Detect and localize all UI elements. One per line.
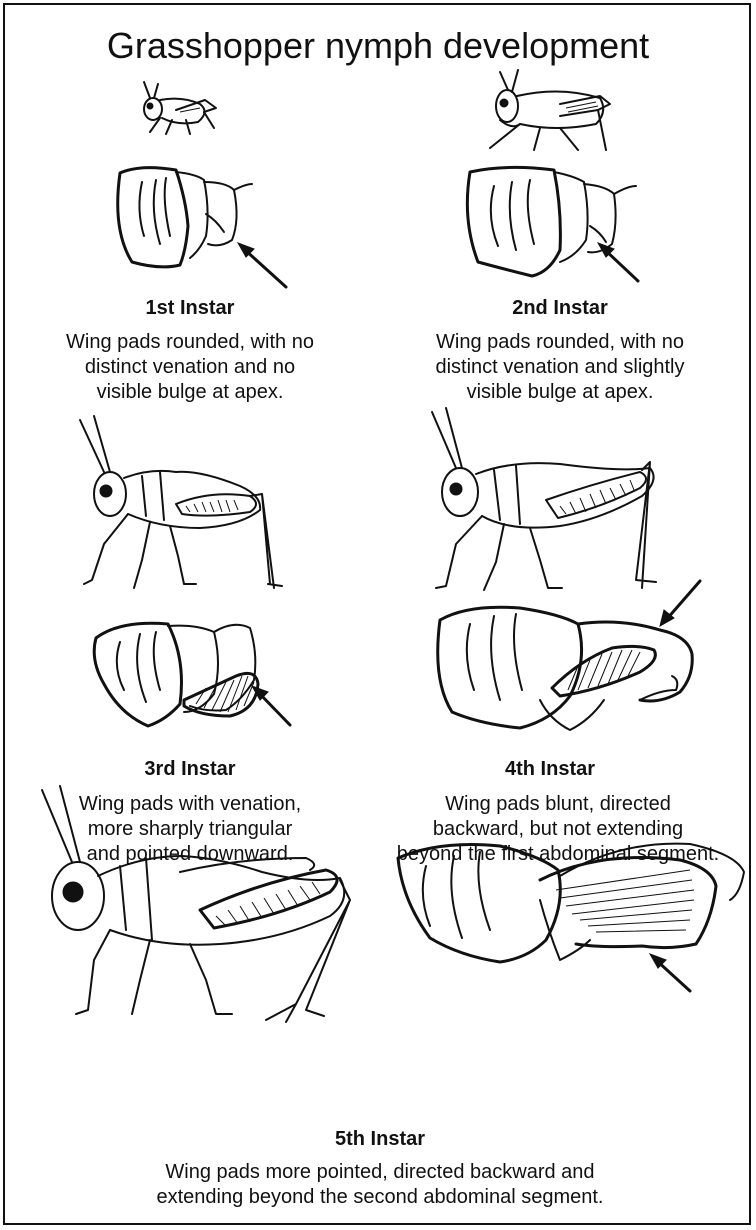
instar-5-description: Wing pads more pointed, directed backwar… [40,1160,720,1210]
description-line: visible bulge at apex. [385,380,735,405]
description-line: distinct venation and no [20,355,360,380]
description-line: Wing pads with venation, [20,792,360,817]
instar-2-wingpad-illustration [467,167,638,281]
description-line: Wing pads rounded, with no [385,330,735,355]
instar-3-description: Wing pads with venation, more sharply tr… [20,792,360,867]
instar-1-label: 1st Instar [40,297,340,320]
instar-4-wingpad-illustration [438,581,700,730]
description-line: Wing pads blunt, directed [365,792,751,817]
description-line: beyond the first abdominal segment. [365,842,751,867]
instar-1-wingpad-illustration [118,168,286,287]
instar-1-description: Wing pads rounded, with no distinct vena… [20,330,360,405]
description-line: extending beyond the second abdominal se… [40,1185,720,1210]
description-line: Wing pads more pointed, directed backwar… [40,1160,720,1185]
instar-3-label: 3rd Instar [40,758,340,781]
instar-3-wingpad-illustration [94,623,290,726]
instar-1-nymph-illustration [144,82,216,134]
description-line: distinct venation and slightly [385,355,735,380]
instar-2-nymph-illustration [490,70,610,150]
instar-4-label: 4th Instar [400,758,700,781]
instar-4-description: Wing pads blunt, directed backward, but … [365,792,751,867]
instar-2-description: Wing pads rounded, with no distinct vena… [385,330,735,405]
description-line: visible bulge at apex. [20,380,360,405]
instar-4-nymph-illustration [432,408,656,590]
description-line: and pointed downward. [20,842,360,867]
description-line: backward, but not extending [365,817,751,842]
instar-3-nymph-illustration [80,416,282,588]
instar-5-label: 5th Instar [230,1128,530,1151]
description-line: Wing pads rounded, with no [20,330,360,355]
description-line: more sharply triangular [20,817,360,842]
instar-2-label: 2nd Instar [410,297,710,320]
